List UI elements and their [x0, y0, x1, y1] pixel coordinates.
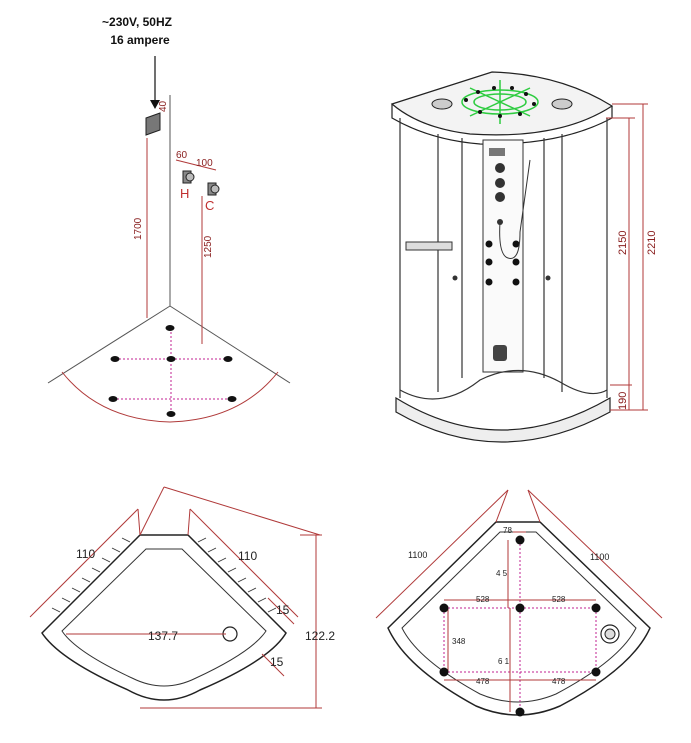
wall-installation-panel: ~230V, 50HZ 16 ampere 40 1700 1250 60 10…	[47, 15, 291, 423]
glass-shelf	[405, 241, 453, 251]
feet-dim-348-label: 348	[452, 637, 466, 646]
feet-dimension-lines	[375, 489, 663, 712]
floor-feet-holes	[108, 325, 237, 417]
foot-massager-icon	[493, 345, 507, 361]
feet-plan-outline	[387, 521, 651, 716]
floor-edge-left	[47, 305, 171, 384]
feet-plan-inner-outline	[401, 531, 637, 703]
tray-inner-outline	[61, 548, 267, 687]
floor-edge-right	[169, 305, 291, 384]
tray-side-left-label: 110	[76, 547, 95, 561]
dim-100-label: 100	[196, 158, 213, 169]
feet-dim-78-label: 78	[503, 526, 512, 535]
feet-plan-panel: 1100 1100 78 4 5 528 528 348 6 1 478 478	[375, 489, 663, 717]
right-speaker-icon	[551, 98, 573, 110]
feet-dim-611-label: 6 1	[498, 657, 510, 666]
back-panel	[482, 139, 524, 373]
hot-label: H	[180, 186, 189, 201]
cabin-frame	[399, 118, 608, 400]
tray-outline	[41, 534, 287, 701]
left-speaker-icon	[431, 98, 453, 110]
height-tray-label: 190	[617, 392, 629, 410]
right-door-handle	[545, 275, 551, 281]
dim-1700-label: 1700	[133, 217, 144, 240]
feet-dim-415-label: 4 5	[496, 569, 508, 578]
tray-offset-bottom-label: 15	[270, 655, 284, 669]
dim-1250-label: 1250	[203, 235, 214, 258]
feet-dim-478-right-label: 478	[552, 677, 566, 686]
power-socket-icon	[145, 112, 161, 136]
feet-side-right-label: 1100	[590, 552, 609, 562]
cabin-dimension-lines	[606, 103, 648, 411]
back-panel-controls	[489, 148, 505, 225]
dim-40-label: 40	[158, 100, 169, 112]
power-spec-line1: ~230V, 50HZ	[102, 15, 172, 29]
feet-dim-528-right-label: 528	[552, 595, 566, 604]
floor-arc	[61, 371, 279, 423]
drain-outlet-icon	[600, 624, 620, 644]
tray-depth-label: 122.2	[305, 629, 335, 643]
wall-hatching	[51, 537, 277, 613]
feet-side-left-label: 1100	[408, 550, 427, 560]
dim-60-label: 60	[176, 150, 188, 161]
power-arrow-head	[150, 100, 160, 109]
cold-water-valve-icon	[207, 182, 220, 196]
tray-offset-top-label: 15	[276, 603, 290, 617]
tray-diagonal-label: 137.7	[148, 629, 178, 643]
hot-water-valve-icon	[182, 170, 195, 184]
dim-60-100-line	[175, 159, 217, 171]
power-spec-line2: 16 ampere	[110, 33, 170, 47]
height-cabin-label: 2150	[617, 231, 629, 255]
shower-hose	[499, 159, 531, 259]
body-jets-icon	[485, 240, 520, 286]
shower-tray-base	[395, 396, 611, 443]
drain-inner-icon	[604, 628, 616, 640]
feet-dim-528-left-label: 528	[476, 595, 490, 604]
cabin-3d-panel: 2150 2210 190	[390, 71, 658, 443]
tray-side-right-label: 110	[238, 549, 257, 563]
height-total-label: 2210	[646, 231, 658, 255]
tray-top-view-panel: 110 110 137.7 122.2 15 15	[29, 486, 335, 709]
feet-dim-478-left-label: 478	[476, 677, 490, 686]
tray-dimension-lines	[29, 486, 322, 709]
roof-led-dots	[464, 86, 536, 118]
cabin-roof-edge	[391, 104, 613, 145]
feet-holes	[439, 535, 601, 717]
floor-grid-dashed	[113, 328, 232, 414]
cold-label: C	[205, 198, 214, 213]
left-door-handle	[452, 275, 458, 281]
